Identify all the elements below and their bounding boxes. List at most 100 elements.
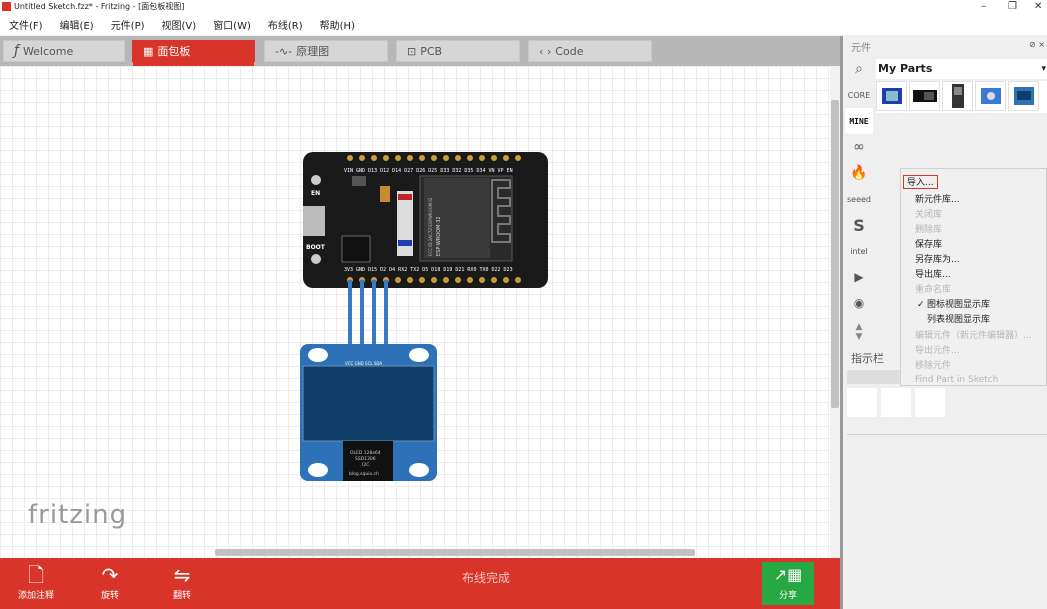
search-bin-icon[interactable]: ⌕ [855,61,863,77]
play-bin-icon[interactable]: ▶ [854,270,864,284]
part-thumbnail[interactable] [942,81,973,111]
menu-edit[interactable]: 编辑(E) [59,20,94,32]
menu-item-find-part[interactable]: Find Part in Sketch [915,375,999,385]
inspector-view-slot [847,388,877,417]
bottom-toolbar: 🗋 添加注释 ↷ 旋转 ⇋ 翻转 布线完成 ↗▦ 分享 [0,558,840,609]
menu-item-import[interactable]: 导入... [903,175,938,189]
bin-scroll-arrows-icon[interactable]: ▲▼ [855,322,863,342]
menu-item-delete-bin[interactable]: 删除库 [915,225,943,235]
menu-item-export-bin[interactable]: 导出库... [915,270,951,280]
sketch-drawing: VIN GND D13 D12 D14 D27 D26 D25 D33 D32 … [300,152,548,481]
oled-pin-labels: VCC GND SCL SDA [345,361,382,366]
tab-label: PCB [420,44,443,58]
fritzing-app-icon [2,2,11,11]
code-icon: ‹ › [539,44,552,58]
pcb-icon: ⊡ [407,44,417,58]
menu-item-remove-part[interactable]: 移除元件 [915,361,952,371]
wires[interactable] [348,280,388,352]
menu-view[interactable]: 视图(V) [161,20,197,32]
menu-part[interactable]: 元件(P) [110,20,145,32]
add-note-button[interactable]: 🗋 添加注释 [6,562,66,601]
oled-chip-line4: blog.squix.ch [349,471,379,477]
oled-chip-line2: SSD1306 [355,456,376,462]
bin-context-menu: 导入... 新元件库... 关闭库 删除库 保存库 另存库为... 导出库...… [900,168,1047,386]
menu-help[interactable]: 帮助(H) [319,20,355,32]
part-thumbnail[interactable] [876,81,907,111]
esp32-fcc-text: FCC ID:2AC7Z-ESPWROOM32 [428,197,433,256]
menu-item-icon-view-label: 图标视图显示库 [927,300,991,310]
rotate-label: 旋转 [100,591,119,601]
share-icon: ↗▦ [773,565,803,584]
bin-header: My Parts ▾ [876,59,1047,79]
oled-display[interactable]: VCC GND SCL SDA OLED 128x64 SSD1306 I2C … [300,344,437,481]
menu-item-list-view[interactable]: 列表视图显示库 [927,315,991,325]
tab-code[interactable]: ‹ › Code [528,40,652,62]
view-tabs: ƒ Welcome ▦ 面包板 -∿- 原理图 ⊡ PCB ‹ › Code [0,36,840,66]
tab-welcome[interactable]: ƒ Welcome [3,40,125,62]
snootlab-bin-icon[interactable]: ◉ [853,296,865,310]
menu-item-new-bin[interactable]: 新元件库... [915,195,960,205]
part-thumbnail[interactable] [1008,81,1039,111]
flip-icon: ⇋ [173,563,191,587]
menu-routing[interactable]: 布线(R) [267,20,303,32]
canvas-horizontal-scrollbar[interactable] [215,549,695,556]
part-thumbnail[interactable] [975,81,1006,111]
inspector-view-slot [881,388,911,417]
menu-bar: 文件(F) 编辑(E) 元件(P) 视图(V) 窗口(W) 布线(R) 帮助(H… [0,13,1047,35]
tab-label: 原理图 [296,45,330,58]
rotate-icon: ↷ [101,563,119,587]
boot-button-label: BOOT [306,244,326,251]
canvas-vertical-scrollbar[interactable] [830,66,840,558]
bin-s[interactable]: S [853,215,865,235]
breadboard-icon: ▦ [143,44,154,58]
menu-item-save-bin[interactable]: 保存库 [915,240,943,250]
note-icon: 🗋 [27,563,45,587]
bin-seeed[interactable]: seeed [846,194,871,204]
fritzing-f-icon: ƒ [14,43,19,59]
bin-title: My Parts [878,62,933,75]
tab-label: 面包板 [157,45,191,58]
inspector-view-slot [915,388,945,417]
inspector-title: 指示栏 [851,352,884,365]
menu-item-rename-bin[interactable]: 重命名库 [915,285,952,295]
bin-core[interactable]: CORE [847,90,871,100]
share-label: 分享 [778,591,797,601]
tab-label: Welcome [22,44,74,58]
menu-item-edit-part[interactable]: 编辑元件（新元件编辑器）... [915,331,1032,341]
esp32-board[interactable]: VIN GND D13 D12 D14 D27 D26 D25 D33 D32 … [303,152,548,288]
tab-label: Code [555,44,584,58]
arduino-bin-icon[interactable]: ∞ [853,139,865,155]
bin-intel[interactable]: intel [850,246,868,256]
esp32-module-text: ESP-WROOM-32 [436,216,442,256]
breadboard-canvas[interactable]: VIN GND D13 D12 D14 D27 D26 D25 D33 D32 … [0,66,830,558]
parts-panel-title: 元件 [851,43,871,54]
sparkfun-bin-icon[interactable]: 🔥 [850,165,868,181]
menu-item-close-bin[interactable]: 关闭库 [915,210,943,220]
part-thumbnail[interactable] [909,81,940,111]
flip-button[interactable]: ⇋ 翻转 [152,562,212,601]
panel-float-close-icon[interactable]: ⊘ × [1029,40,1045,49]
menu-window[interactable]: 窗口(W) [213,20,251,32]
flip-label: 翻转 [172,591,191,601]
tab-breadboard[interactable]: ▦ 面包板 [132,40,255,66]
en-button-label: EN [311,190,320,197]
minimize-button[interactable]: – [981,1,986,12]
window-titlebar: Untitled Sketch.fzz* - Fritzing - [面包板视图… [0,0,1047,13]
menu-item-export-part[interactable]: 导出元件... [915,346,960,356]
share-button[interactable]: ↗▦ 分享 [762,562,814,605]
window-title: Untitled Sketch.fzz* - Fritzing - [面包板视图… [14,2,185,11]
bin-mine[interactable]: MINE [845,108,873,134]
close-button[interactable]: ✕ [1034,1,1043,12]
restore-button[interactable]: ❐ [1008,1,1017,12]
rotate-button[interactable]: ↷ 旋转 [80,562,140,601]
menu-item-icon-view[interactable]: ✓ 图标视图显示库 [917,298,991,312]
parts-grid [876,81,1047,113]
tab-schematic[interactable]: -∿- 原理图 [264,40,388,62]
menu-item-save-bin-as[interactable]: 另存库为... [915,255,960,265]
tab-pcb[interactable]: ⊡ PCB [396,40,520,62]
menu-file[interactable]: 文件(F) [9,20,43,32]
scrollbar-thumb[interactable] [831,100,839,408]
fritzing-watermark: fritzing [28,500,128,530]
bin-menu-icon[interactable]: ▾ [1041,64,1046,74]
esp32-top-pin-labels: VIN GND D13 D12 D14 D27 D26 D25 D33 D32 … [344,168,513,174]
